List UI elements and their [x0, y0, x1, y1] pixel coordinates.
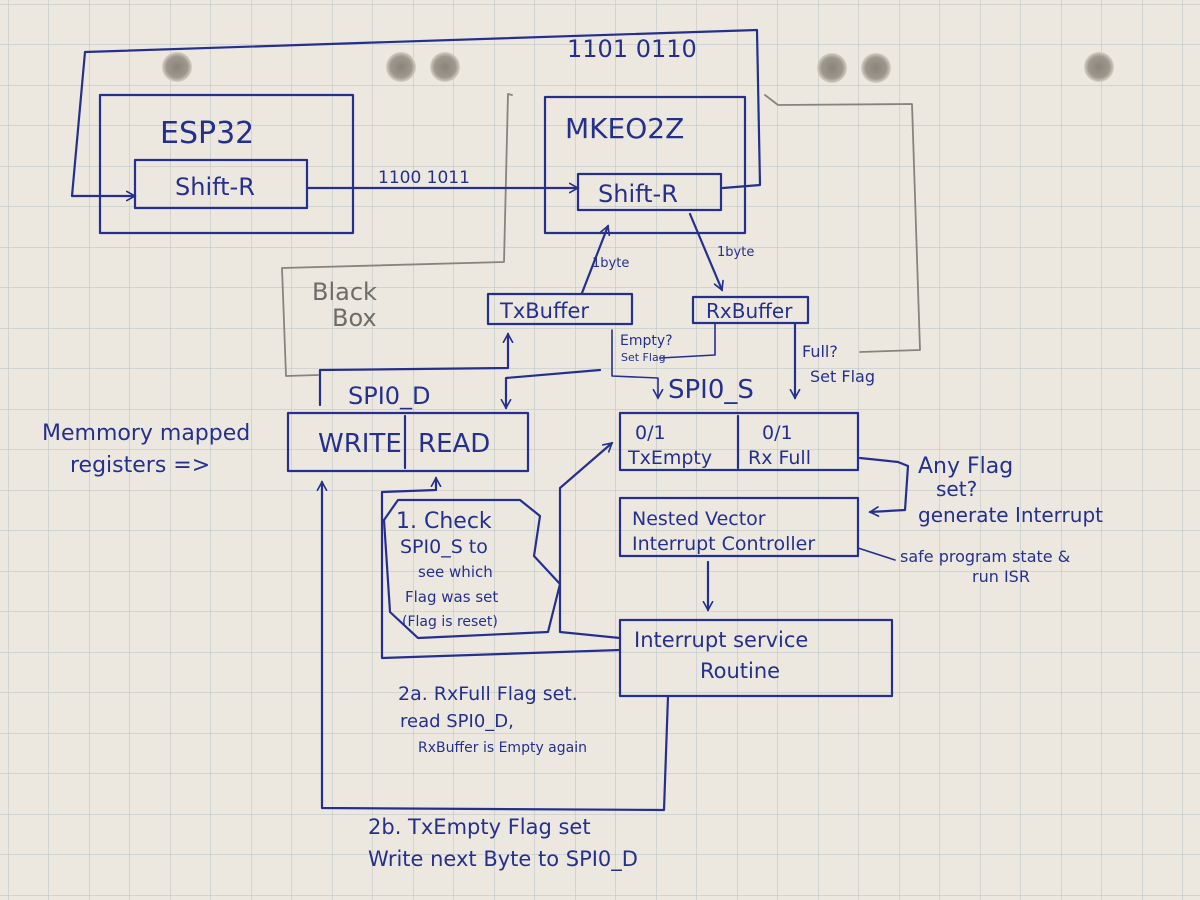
step2b-label-1: 2b. TxEmpty Flag set — [368, 815, 591, 839]
step2a-label-2: read SPI0_D, — [400, 711, 514, 732]
tx-buffer-box — [486, 292, 634, 326]
step1-label-1: 1. Check — [396, 509, 492, 534]
rx-1byte-label: 1byte — [717, 245, 754, 260]
step1-bubble — [382, 498, 562, 640]
step1-label-4: Flag was set — [405, 588, 498, 606]
write-to-tx-line — [318, 332, 514, 407]
safe-state-label-2: run ISR — [972, 567, 1030, 586]
step2a-label-3: RxBuffer is Empty again — [418, 740, 587, 756]
full-set-flag-label: Set Flag — [810, 367, 875, 386]
nvic-label-2: Interrupt Controller — [632, 533, 815, 555]
safe-state-label-1: safe program state & — [900, 547, 1070, 566]
spio-s-title: SPI0_S — [668, 375, 754, 405]
rxfull-flag-label: Rx Full — [748, 447, 811, 469]
black-box-outline: Black Box — [281, 93, 921, 377]
empty-flag-line — [611, 329, 664, 400]
shift-to-rx-arrow — [688, 212, 724, 292]
write-label: WRITE — [318, 429, 402, 459]
isr-box — [618, 618, 894, 698]
loop-line-top — [70, 28, 762, 202]
isr-read-data-line — [380, 476, 622, 660]
tx-to-shift-arrow — [580, 224, 611, 295]
step2a-label-1: 2a. RxFull Flag set. — [398, 683, 578, 705]
spio-d-title: SPI0_D — [348, 382, 431, 410]
isr-check-status-line — [558, 441, 622, 640]
isr-write-data-line — [316, 480, 670, 812]
mid-bits-label: 1100 1011 — [378, 168, 470, 188]
step1-label-3: see which — [418, 563, 493, 581]
rx-empty-line — [659, 323, 716, 359]
any-flag-label-1: Any Flag — [918, 454, 1013, 479]
rx-buffer-label: RxBuffer — [706, 299, 793, 323]
full-question-label: Full? — [802, 342, 838, 361]
black-box-label-1: Black — [312, 278, 377, 306]
nvic-label-1: Nested Vector — [632, 508, 766, 530]
tx-buffer-label: TxBuffer — [499, 299, 589, 323]
spio-s-register — [618, 411, 860, 472]
isr-label-2: Routine — [700, 659, 780, 683]
top-bits-label: 1101 0110 — [567, 35, 697, 63]
any-flag-arrow — [858, 456, 910, 517]
step1-label-2: SPI0_S to — [400, 536, 488, 558]
mkeo-shift-label: Shift-R — [598, 180, 678, 208]
step1-label-5: (Flag is reset) — [402, 614, 498, 630]
esp32-shift-register — [133, 158, 309, 210]
txempty-flag-label: TxEmpty — [627, 447, 712, 469]
step2b-label-2: Write next Byte to SPI0_D — [368, 847, 638, 872]
memory-mapped-label-2: registers => — [70, 453, 210, 478]
empty-question-label: Empty? — [620, 333, 673, 349]
black-box-label-2: Box — [332, 304, 377, 332]
memory-mapped-label-1: Memmory mapped — [42, 421, 250, 446]
esp32-label: ESP32 — [160, 116, 254, 151]
mkeo-label: MKEO2Z — [565, 112, 684, 145]
rx-to-read-line — [500, 368, 602, 410]
txempty-value-label: 0/1 — [635, 422, 666, 444]
read-label: READ — [418, 429, 490, 459]
tx-1byte-label: 1byte — [592, 256, 629, 271]
rx-buffer-box — [691, 295, 810, 325]
any-flag-label-3: generate Interrupt — [918, 503, 1103, 527]
esp32-shift-label: Shift-R — [175, 173, 255, 201]
isr-label-1: Interrupt service — [634, 628, 808, 652]
nvic-box — [618, 496, 860, 558]
rxfull-value-label: 0/1 — [762, 422, 793, 444]
esp32-box — [98, 93, 355, 235]
safe-state-pointer — [857, 547, 896, 561]
any-flag-label-2: set? — [936, 477, 977, 501]
mkeo-shift-register — [576, 172, 723, 212]
mkeo-box — [543, 95, 747, 235]
spio-d-register — [286, 411, 530, 473]
empty-set-flag-label: Set Flag — [621, 351, 666, 364]
punch-holes — [162, 52, 1114, 83]
